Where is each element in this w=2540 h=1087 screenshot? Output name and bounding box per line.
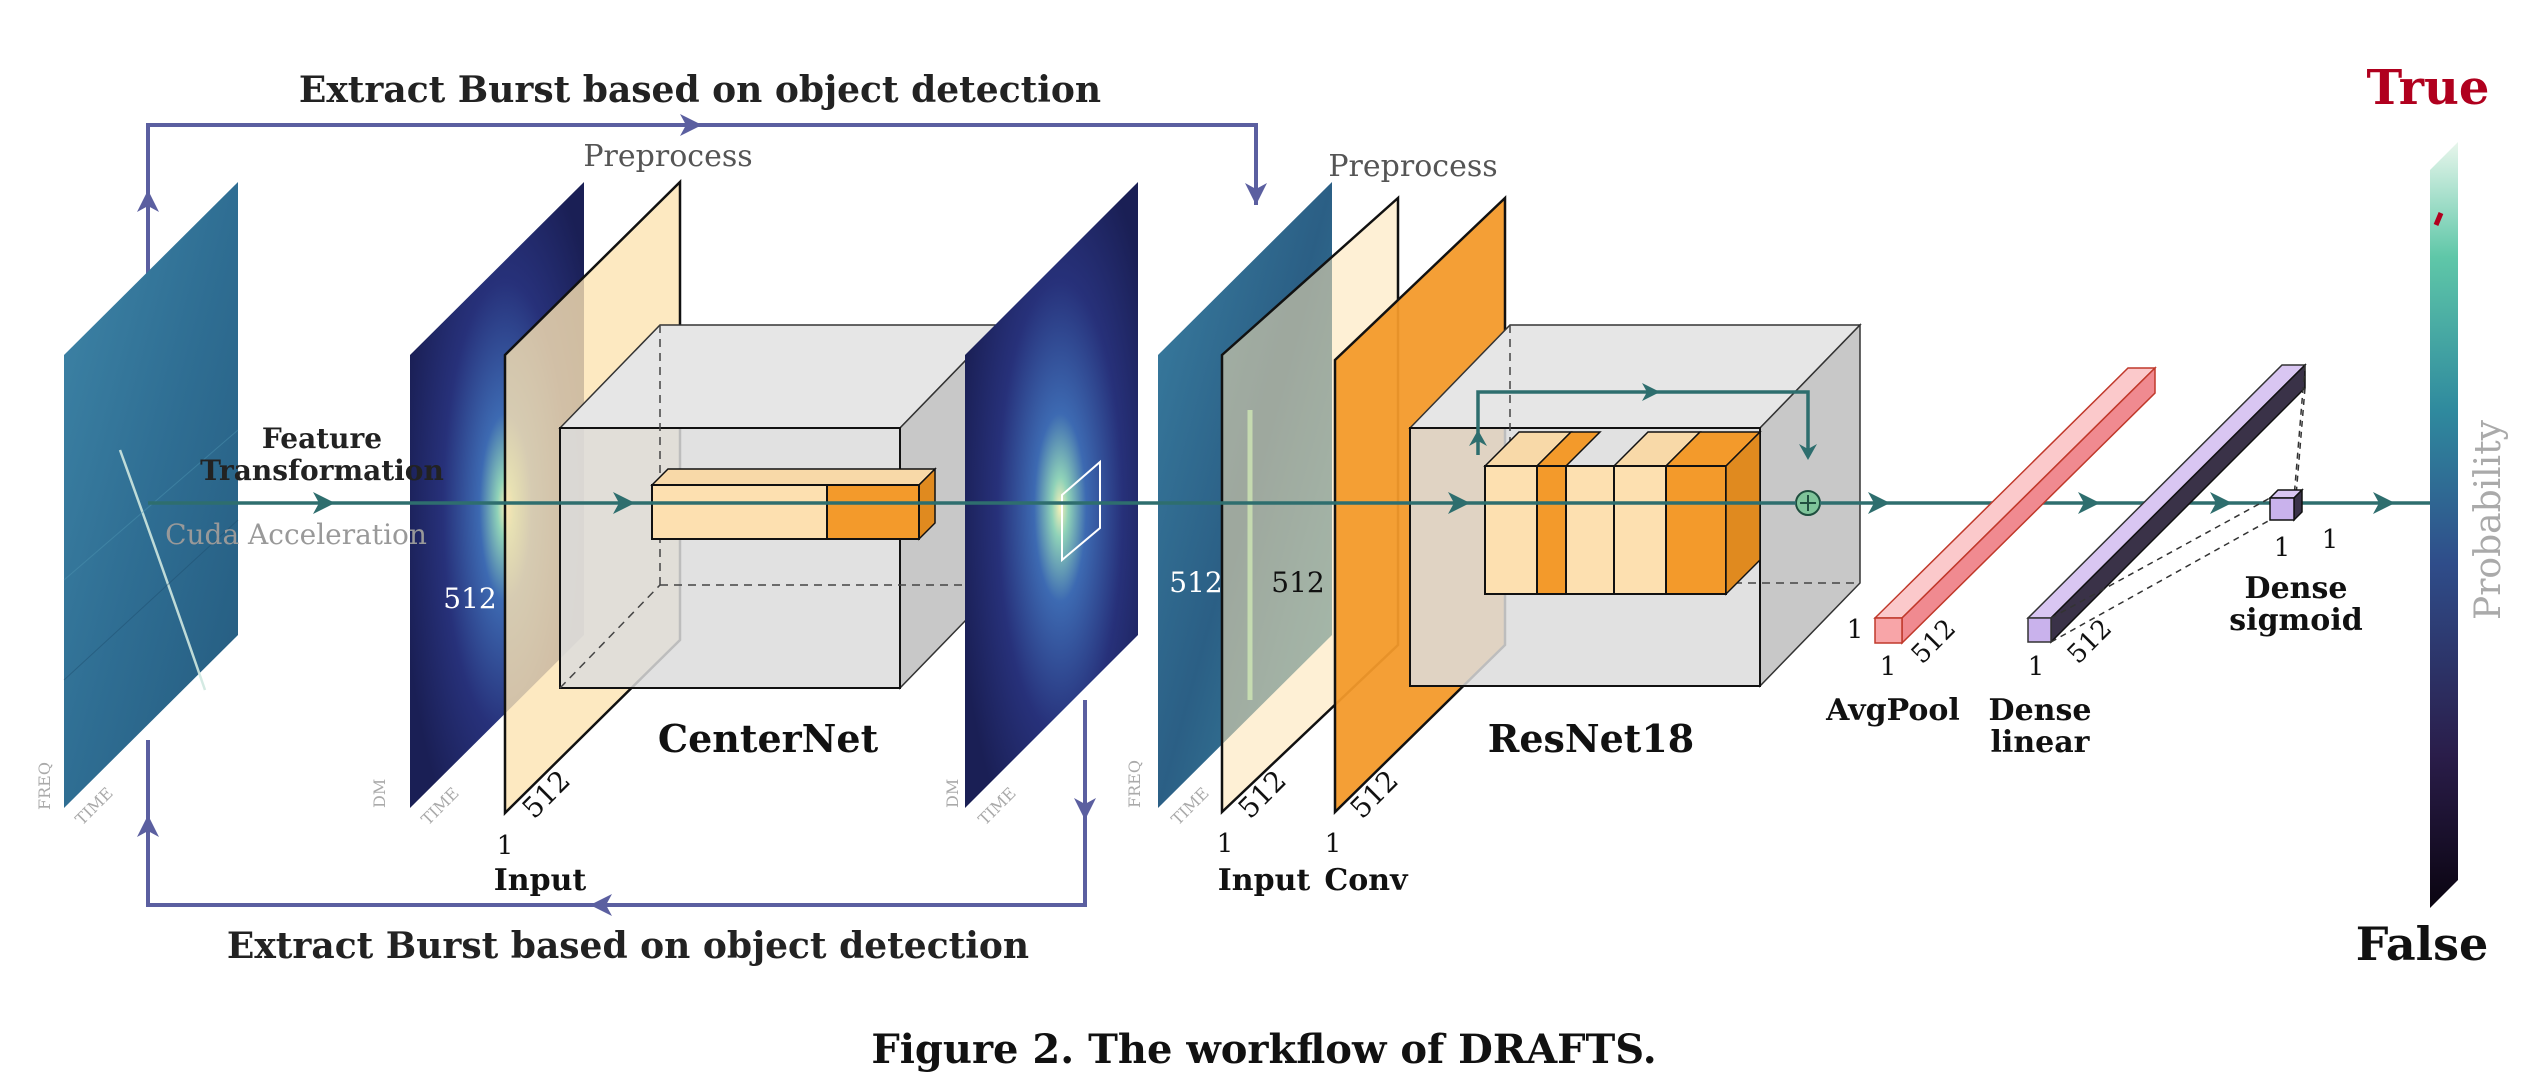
dense-linear-dim-1: 1 xyxy=(2028,652,2045,682)
dim-1-label-3: 1 xyxy=(1325,829,1342,859)
dim-512-label-1: 512 xyxy=(443,582,496,615)
dim-1-label-2: 1 xyxy=(1217,829,1234,859)
raw-spectrum-panel xyxy=(63,182,239,808)
input-label-2: Input xyxy=(1218,863,1311,898)
dim-1-label-1: 1 xyxy=(497,831,514,861)
centernet-feature-block xyxy=(650,467,937,541)
top-flow-label: Extract Burst based on object detection xyxy=(299,69,1101,111)
avgpool-bar xyxy=(1873,366,2157,645)
dim-512-label-4: 512 xyxy=(1271,566,1324,599)
avgpool-dim-1b: 1 xyxy=(1880,652,1897,682)
true-label: True xyxy=(2367,60,2490,116)
freq-axis-label-1: FREQ xyxy=(35,762,54,810)
preprocess-label-2: Preprocess xyxy=(1328,149,1497,184)
resnet-residual-blocks xyxy=(1483,430,1762,596)
dense-sigmoid-node xyxy=(2268,488,2304,522)
dm-axis-label-1: DM xyxy=(370,779,389,808)
input-label-1: Input xyxy=(494,863,587,898)
feature-label-line1: Feature xyxy=(262,422,382,455)
dense-linear-label-2: linear xyxy=(1991,725,2091,760)
top-loop-arrowheads xyxy=(137,114,1267,212)
resnet-label: ResNet18 xyxy=(1488,716,1695,761)
dim-512-label-3: 512 xyxy=(1169,566,1222,599)
dense-sigmoid-label-2: sigmoid xyxy=(2229,603,2362,638)
dense-sigmoid-label-1: Dense xyxy=(2245,571,2348,606)
sigmoid-dim-1a: 1 xyxy=(2274,533,2291,563)
skip-arrowheads xyxy=(1469,383,1817,460)
avgpool-dim-1a: 1 xyxy=(1847,615,1864,645)
bottom-loop-arrowheads xyxy=(137,798,1096,916)
feature-label-line2: Transformation xyxy=(200,454,444,487)
prediction-marker xyxy=(2433,212,2444,226)
skip-connection xyxy=(1476,390,1810,455)
bottom-flow-label: Extract Burst based on object detection xyxy=(227,925,1029,967)
preprocess-label-1: Preprocess xyxy=(583,139,752,174)
avgpool-label: AvgPool xyxy=(1825,693,1960,728)
dm-map-panel-2 xyxy=(965,182,1138,808)
centernet-label: CenterNet xyxy=(658,716,879,761)
main-flow-arrowheads xyxy=(313,492,2395,514)
freq-axis-label-2: FREQ xyxy=(1125,760,1144,808)
figure-caption: Figure 2. The workflow of DRAFTS. xyxy=(871,1026,1656,1073)
dm-axis-label-2: DM xyxy=(943,779,962,808)
probability-label: Probability xyxy=(2468,419,2509,620)
conv-label: Conv xyxy=(1324,863,1409,898)
probability-colorbar xyxy=(2430,142,2458,908)
sigmoid-dim-1b: 1 xyxy=(2322,525,2339,555)
cuda-label: Cuda Acceleration xyxy=(165,518,427,551)
add-node xyxy=(1795,490,1821,516)
false-label: False xyxy=(2356,917,2489,971)
dense-linear-label-1: Dense xyxy=(1989,693,2092,728)
